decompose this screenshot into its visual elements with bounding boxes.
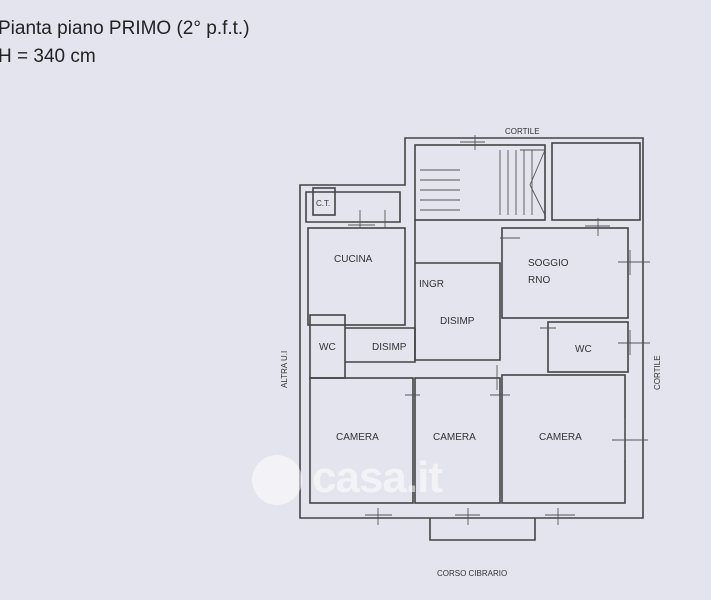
room-cucina-outline [307,227,406,326]
windows [348,135,650,525]
label-disimp-left: DISIMP [372,342,407,353]
room-ct-outline [312,187,336,216]
stair-treads [420,149,546,216]
label-cucina: CUCINA [334,254,373,265]
label-cortile-top: CORTILE [505,127,540,136]
label-camera-2: CAMERA [433,432,476,443]
label-wc-right: WC [575,344,592,355]
label-soggiorno-1: SOGGIO [528,258,569,269]
label-camera-3: CAMERA [539,432,582,443]
label-ingr: INGR [419,279,444,290]
room-camera-2-outline [414,377,501,504]
light-well-outline [551,142,641,221]
ceiling-height: H = 340 cm [0,46,96,67]
label-corso-cibrario: CORSO CIBRARIO [437,569,507,578]
label-soggiorno-2: RNO [528,275,550,286]
plan-title: Pianta piano PRIMO (2° p.f.t.) [0,18,250,39]
stairs-outline [414,144,546,221]
watermark-house-icon [252,455,302,505]
label-camera-1: CAMERA [336,432,379,443]
label-altra-ui: ALTRA U.I [280,351,289,388]
label-cortile-right: CORTILE [653,355,662,390]
room-wc-right-outline [547,321,629,373]
label-wc-left: WC [319,342,336,353]
room-camera-1-outline [309,377,414,504]
room-soggiorno-outline [501,227,629,319]
walls [299,137,644,541]
label-disimp-center: DISIMP [440,316,475,327]
watermark: casa.it [312,453,443,502]
label-ct: C.T. [316,199,330,208]
